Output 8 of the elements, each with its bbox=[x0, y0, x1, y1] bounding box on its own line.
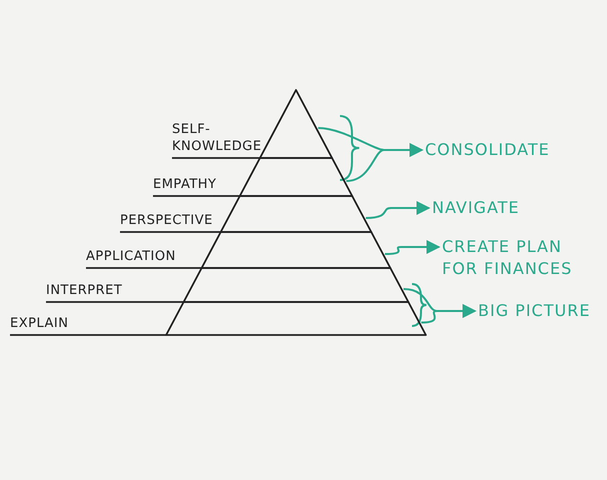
outcome-label: CONSOLIDATE bbox=[425, 139, 575, 161]
outcome-label: BIG PICTURE bbox=[478, 300, 603, 322]
outcome-label: NAVIGATE bbox=[432, 197, 552, 219]
arrow bbox=[366, 201, 430, 219]
arrow bbox=[346, 143, 424, 182]
arrow bbox=[421, 304, 476, 324]
outcome-label: CREATE PLAN FOR FINANCES bbox=[442, 236, 592, 280]
arrow bbox=[384, 240, 440, 255]
